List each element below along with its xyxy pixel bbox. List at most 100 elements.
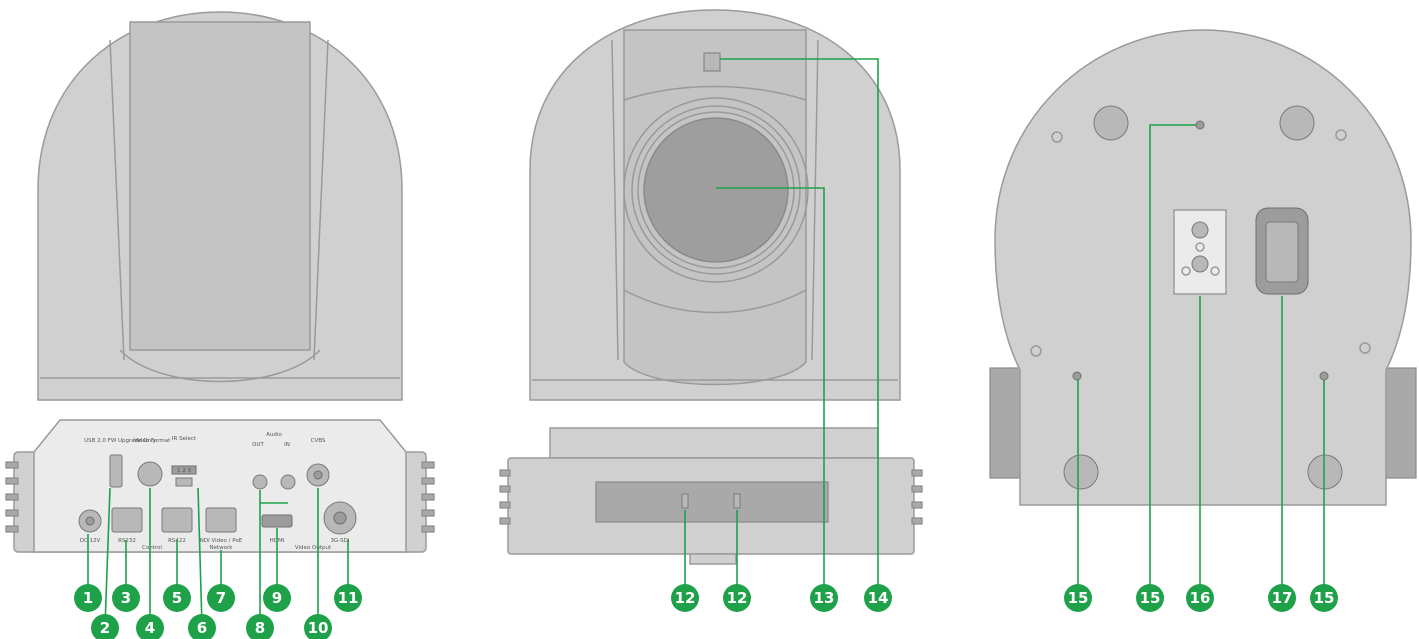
callout-8: 8	[246, 614, 274, 639]
dc-jack-core	[85, 516, 95, 526]
front-tally-light-right	[733, 493, 741, 509]
callout-7: 7	[207, 584, 235, 612]
ir-select-slider	[175, 477, 193, 487]
front-ir-receiver	[703, 52, 721, 72]
leader-6	[197, 487, 203, 627]
bottom-side-bracket-right	[1383, 367, 1417, 479]
video-format-dial	[137, 461, 163, 487]
audio-out-label: OUT	[252, 442, 264, 448]
ir-select-switch	[171, 465, 197, 475]
rear-base-fins-left	[5, 461, 19, 533]
front-lens-outer	[623, 97, 809, 283]
rs422-port	[161, 507, 193, 533]
callout-13: 13	[810, 584, 838, 612]
usb-label: USB 2.0 FW Upgrade Only	[84, 438, 156, 444]
leader-lines	[87, 58, 1325, 627]
callout-16: 16	[1186, 584, 1214, 612]
callout-15a: 15	[1064, 584, 1092, 612]
callout-9: 9	[263, 584, 291, 612]
sdi-port-core	[333, 511, 347, 525]
bottom-foot-br	[1307, 454, 1343, 490]
callout-12b: 12	[723, 584, 751, 612]
network-port	[205, 507, 237, 533]
callout-8-number: 8	[255, 619, 265, 637]
bottom-side-bracket-left	[989, 367, 1023, 479]
cvbs-jack-core	[313, 470, 323, 480]
bottom-screw-3	[1030, 345, 1042, 357]
front-face-lower	[623, 289, 807, 314]
front-arm-right	[811, 39, 819, 361]
bottom-mount-screw-3	[1210, 266, 1220, 276]
callout-13-number: 13	[814, 589, 835, 607]
front-arm-left	[611, 39, 619, 361]
callout-4: 4	[136, 614, 164, 639]
front-lens-glass	[643, 117, 789, 263]
callout-11-number: 11	[338, 589, 359, 607]
bottom-foot-bl	[1063, 454, 1099, 490]
callout-12a-number: 12	[675, 589, 696, 607]
ir-select-label: IR Select	[172, 436, 197, 442]
rear-arm-left	[109, 39, 125, 361]
callout-16-number: 16	[1190, 589, 1211, 607]
callout-7-number: 7	[216, 589, 226, 607]
audio-label: Audio	[266, 432, 282, 438]
bottom-pin-top	[1195, 120, 1205, 130]
front-lens-ring	[631, 105, 801, 275]
rear-head-lower-curve	[119, 349, 321, 383]
hdmi-port	[261, 514, 293, 528]
cvbs-label: CVBS	[311, 438, 326, 444]
front-view	[499, 9, 923, 565]
callout-3: 3	[112, 584, 140, 612]
audio-in-label: IN	[284, 442, 290, 448]
front-neck	[549, 427, 879, 459]
front-foot	[689, 553, 737, 565]
callout-10: 10	[304, 614, 332, 639]
callout-badges: 1 2 3 4 5 6 7 8 9 10 11 12 12 13 14 15 1…	[74, 584, 1338, 639]
bottom-pin-right	[1319, 371, 1329, 381]
rear-head-center	[129, 21, 311, 351]
ir-positions-label: 1 2 3	[177, 468, 191, 474]
callout-10-number: 10	[308, 619, 329, 637]
leader-2	[104, 487, 111, 627]
sdi-label: 3G-SDI	[330, 538, 349, 544]
bottom-mount-screw-2	[1181, 266, 1191, 276]
bottom-mount-hole-1	[1191, 221, 1209, 239]
bottom-screw-2	[1335, 129, 1347, 141]
bottom-screw-1	[1051, 131, 1063, 143]
callout-15b: 15	[1136, 584, 1164, 612]
callout-14-number: 14	[868, 589, 889, 607]
rear-arm-right	[313, 39, 329, 361]
dc-label: DC 12V	[80, 538, 101, 544]
callout-17-number: 17	[1272, 589, 1293, 607]
leader-13	[716, 187, 825, 596]
bottom-foot-tl	[1093, 105, 1129, 141]
callout-5: 5	[163, 584, 191, 612]
leader-8	[259, 490, 288, 626]
ndi-label: NDI Video / PoE	[200, 538, 243, 544]
control-label: Control	[142, 545, 162, 551]
bottom-pin-left	[1072, 371, 1082, 381]
callout-12a: 12	[671, 584, 699, 612]
callout-3-number: 3	[121, 589, 131, 607]
callout-6-number: 6	[197, 619, 207, 637]
callout-5-number: 5	[172, 589, 182, 607]
callout-9-number: 9	[272, 589, 282, 607]
callout-11: 11	[334, 584, 362, 612]
rear-view: USB 2.0 FW Upgrade Only Video Format IR …	[5, 11, 435, 553]
callout-4-number: 4	[145, 619, 155, 637]
callout-1-number: 1	[83, 589, 93, 607]
front-lens-ring-2	[637, 111, 795, 269]
front-base-fins-right	[911, 469, 923, 525]
bottom-foot-tr	[1279, 105, 1315, 141]
rear-base-fins-right	[421, 461, 435, 533]
rs232-label: RS232	[118, 538, 136, 544]
front-tally-light-left	[681, 493, 689, 509]
bottom-screw-4	[1359, 342, 1371, 354]
usb-port	[109, 454, 123, 488]
network-label: Network	[210, 545, 234, 551]
callout-17: 17	[1268, 584, 1296, 612]
callout-1: 1	[74, 584, 102, 612]
video-format-label: Video Format	[134, 438, 171, 444]
leader-15b	[1149, 124, 1196, 596]
